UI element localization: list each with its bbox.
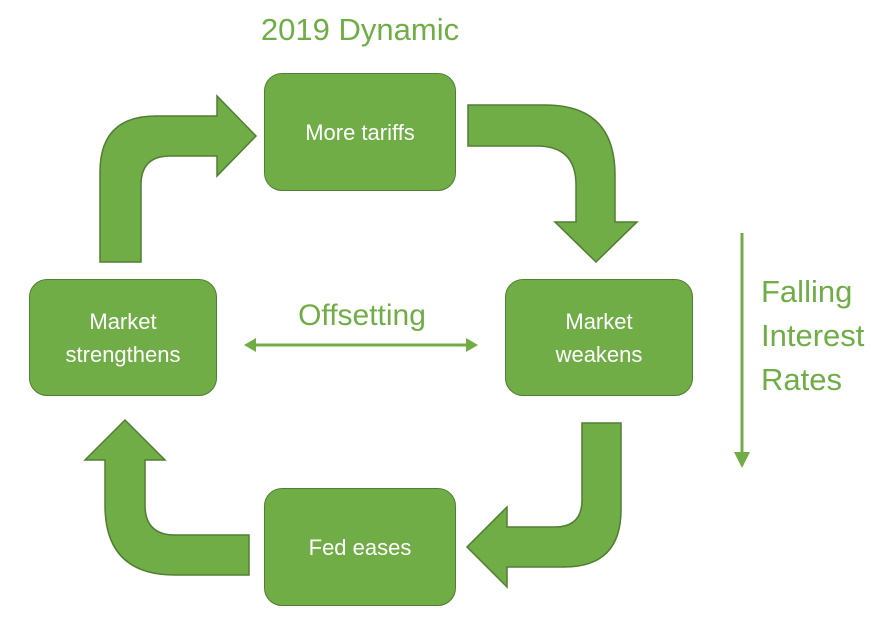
arrow-strengthens-to-tariffs <box>99 94 258 263</box>
arrow-weakens-to-fed <box>465 422 622 589</box>
node-market-weakens: Market weakens <box>505 279 693 396</box>
arrow-tariffs-to-weakens <box>467 104 639 264</box>
node-market-strengthens: Market strengthens <box>29 279 217 396</box>
arrow-fed-to-strengthens <box>83 418 250 576</box>
node-market-strengthens-label: Market strengthens <box>65 308 181 367</box>
offsetting-label: Offsetting <box>298 299 426 332</box>
offsetting-double-arrow <box>244 338 478 352</box>
node-fed-eases: Fed eases <box>264 488 456 606</box>
diagram-title: 2019 Dynamic <box>260 12 460 47</box>
node-more-tariffs-label: More tariffs <box>305 119 415 145</box>
node-market-weakens-label: Market weakens <box>555 308 643 367</box>
falling-rates-arrow <box>734 233 750 468</box>
node-fed-eases-label: Fed eases <box>308 534 412 560</box>
node-more-tariffs: More tariffs <box>264 73 456 191</box>
falling-rates-label: Falling Interest Rates <box>761 274 865 397</box>
